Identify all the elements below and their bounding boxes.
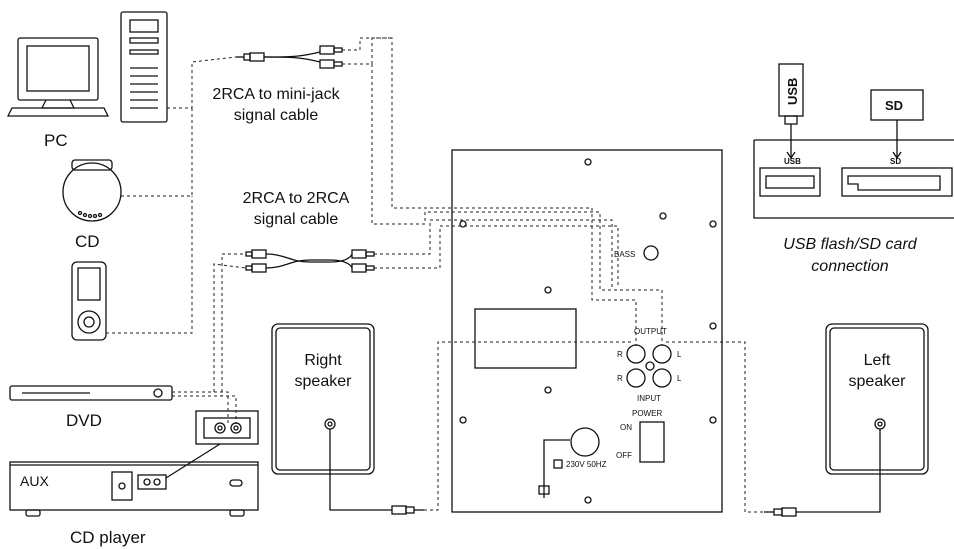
input-l-label: L [677,374,682,383]
power-label: POWER [632,409,662,418]
output-r-label: R [617,350,623,359]
off-label: OFF [616,451,632,460]
rca-minijack-cable-icon [236,45,343,69]
voltage-label: 230V 50HZ [566,460,607,469]
input-label: INPUT [637,394,661,403]
right-speaker-icon [271,323,424,515]
pc-monitor-icon [6,37,110,117]
minijack-cable-label: 2RCA to mini-jack signal cable [212,86,340,124]
bass-label: BASS [614,250,635,259]
left-speaker-label: Left speaker [848,352,906,390]
usb-port-label: USB [784,157,801,166]
dvd-player-icon [9,385,173,401]
on-label: ON [620,423,632,432]
right-speaker-label: Right speaker [294,352,352,390]
cd-player-label: CD player [70,528,146,547]
input-r-label: R [617,374,623,383]
wiring-lines [106,37,764,513]
pc-label: PC [44,131,68,150]
sd-card-label: SD [885,98,903,113]
output-label: OUTPUT [634,327,667,336]
cd-player-icon [9,410,259,517]
aux-label: AUX [20,473,49,489]
output-l-label: L [677,350,682,359]
usb-sd-panel [753,63,954,219]
rca-rca-cable-icon [245,249,375,273]
rca-cable-label: 2RCA to 2RCA signal cable [242,190,350,228]
mp3-player-icon [71,261,107,341]
usb-plug-label: USB [785,78,800,105]
dvd-label: DVD [66,411,102,430]
usb-sd-caption: USB flash/SD card connection [783,236,917,275]
cd-discman-icon [62,159,122,222]
pc-tower-icon [120,11,168,123]
left-speaker-icon [764,323,929,517]
cd-label: CD [75,232,100,251]
sd-port-label: SD [890,157,901,166]
subwoofer-panel [451,149,723,513]
